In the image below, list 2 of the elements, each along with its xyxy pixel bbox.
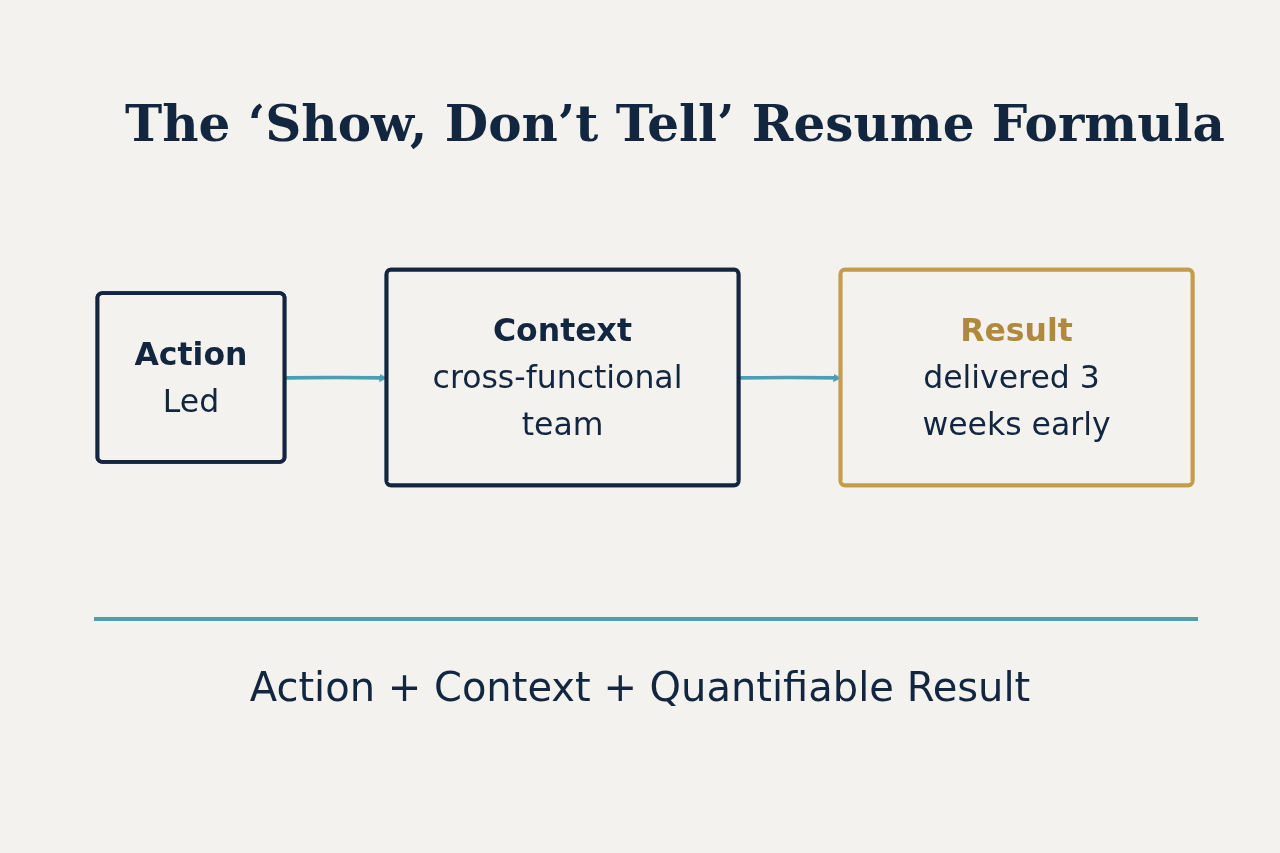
title: The ‘Show, Don’t Tell’ Resume Formula	[124, 94, 1226, 153]
caption: Action + Context + Quantifiable Result	[248, 664, 1032, 710]
